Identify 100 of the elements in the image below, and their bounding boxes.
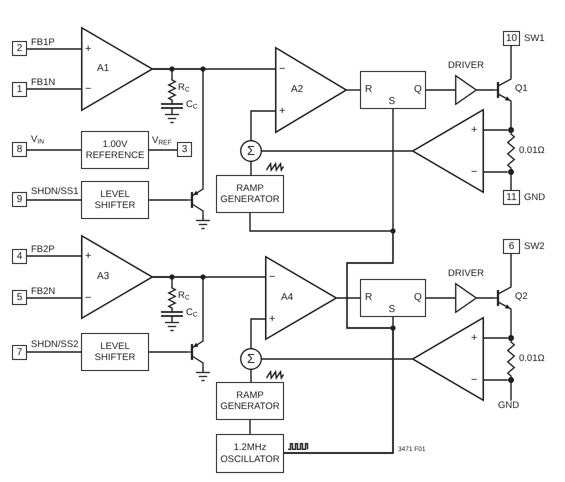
wire [171, 308, 173, 312]
amplifier-label: A3 [97, 271, 110, 283]
amplifier-triangle [265, 256, 337, 340]
pin-name: FB2N [31, 286, 56, 297]
amplifier-triangle [275, 47, 347, 133]
component-label: DRIVER [448, 268, 484, 279]
pin-terminal [12, 82, 27, 97]
function-block [216, 175, 284, 213]
resistor-symbol [507, 127, 515, 175]
wire [148, 351, 187, 353]
latch-terminal-label: Q [414, 292, 422, 304]
pin-terminal [12, 41, 27, 56]
terminal-label: GND [498, 400, 525, 412]
input-sign: + [269, 313, 276, 325]
latch-terminal-label: Q [414, 84, 422, 96]
component-label: C$_{C}$ [186, 307, 198, 318]
wire [26, 297, 82, 299]
input-sign: + [471, 124, 478, 136]
pin-terminal [12, 345, 27, 360]
function-block [81, 181, 149, 219]
component-label: R$_{C}$ [178, 290, 190, 301]
pin-name: SW2 [524, 241, 545, 252]
wire [171, 100, 173, 104]
summing-junction [240, 140, 262, 162]
wire [261, 358, 413, 360]
pin-number: 3 [182, 144, 188, 155]
component-label: 0.01Ω [519, 145, 545, 156]
summing-junction [240, 348, 262, 370]
amplifier-label: A2 [291, 84, 304, 96]
wire [476, 297, 493, 299]
wire [26, 255, 82, 257]
wire [483, 171, 508, 173]
ground-symbol [165, 112, 179, 124]
pin-number: 6 [508, 241, 514, 252]
pin-terminal [12, 290, 27, 305]
wire [250, 369, 252, 383]
pin-name: FB1P [31, 37, 55, 48]
pin-name: SHDN/SS2 [31, 339, 79, 350]
wire [26, 199, 82, 201]
pin-name: SHDN/SS1 [31, 186, 79, 197]
pin-name: FB2P [31, 244, 55, 255]
wire [510, 311, 512, 336]
pin-name: GND [524, 192, 546, 203]
latch-block [360, 279, 426, 317]
pin-number: 9 [16, 194, 22, 205]
summing-sign: Σ [246, 352, 256, 366]
component-label: R$_{C}$ [178, 82, 190, 93]
block-label: 1.00V REFERENCE [84, 138, 146, 162]
wire [148, 149, 178, 151]
wire [152, 276, 204, 337]
pin-number: 10 [506, 33, 518, 44]
input-sign: − [279, 63, 286, 75]
component-label: Q2 [515, 291, 528, 302]
pin-number: 4 [16, 251, 22, 262]
block-label: 1.2MHz OSCILLATOR [219, 442, 281, 465]
wire [261, 150, 413, 152]
amplifier-triangle [81, 235, 153, 319]
transistor-symbol [186, 336, 204, 368]
summing-sign: Σ [246, 144, 256, 158]
input-sign: − [269, 271, 276, 283]
input-sign: + [85, 43, 92, 55]
amplifier-label: A1 [97, 63, 110, 75]
function-block [216, 434, 284, 473]
wire [510, 174, 512, 191]
function-block [81, 131, 149, 169]
wire [476, 89, 493, 91]
input-sign: + [279, 105, 286, 117]
block-label: LEVEL SHIFTER [94, 188, 136, 212]
latch-terminal-label: S [388, 304, 396, 316]
pin-name: V$_{IN}$ [31, 134, 44, 145]
wire [202, 367, 204, 371]
wire [26, 48, 82, 50]
component-label: C$_{C}$ [186, 99, 198, 110]
capacitor-symbol [161, 103, 183, 109]
wire [152, 68, 204, 185]
wire [26, 88, 82, 90]
wire [483, 337, 508, 339]
input-sign: − [471, 166, 478, 178]
transistor-symbol [186, 184, 204, 216]
wire [425, 297, 456, 299]
pin-terminal [12, 192, 27, 207]
wire [483, 129, 508, 131]
wire [249, 419, 251, 435]
pin-name: FB1N [31, 77, 56, 88]
latch-terminal-label: R [365, 84, 372, 96]
ground-symbol [165, 320, 179, 332]
transistor-symbol [492, 284, 512, 312]
pin-terminal [12, 142, 27, 157]
driver-triangle [455, 75, 477, 105]
wire [510, 382, 512, 401]
transistor-symbol [492, 76, 512, 104]
wire [171, 316, 173, 321]
ground-symbol [196, 370, 210, 382]
driver-triangle [455, 283, 477, 313]
wire [250, 161, 252, 176]
pin-number: 7 [16, 347, 22, 358]
pin-number: 5 [16, 292, 22, 303]
wire [250, 110, 276, 141]
wire [336, 297, 361, 299]
pin-terminal [177, 142, 192, 157]
